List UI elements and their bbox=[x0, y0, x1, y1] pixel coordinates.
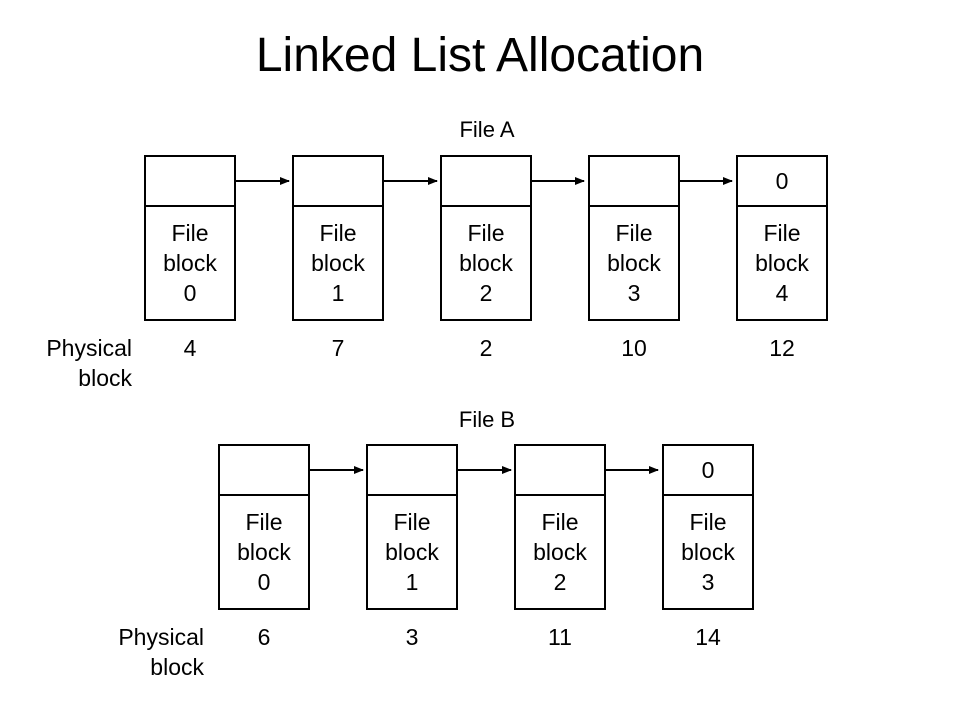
pointer-field bbox=[294, 157, 382, 207]
physical-number: 4 bbox=[183, 335, 197, 361]
physical-number: 3 bbox=[405, 624, 419, 650]
block-text-line1: File bbox=[689, 509, 727, 535]
block-text-line2: block bbox=[311, 250, 365, 276]
physical-label-line2: block bbox=[78, 365, 132, 391]
block-index: 3 bbox=[701, 569, 715, 595]
file-b-label: File B bbox=[458, 407, 516, 432]
physical-number: 2 bbox=[479, 335, 493, 361]
block-content: File block 0 bbox=[220, 496, 308, 608]
pointer-field: 0 bbox=[664, 446, 752, 496]
file-a-label: File A bbox=[459, 117, 515, 142]
physical-number: 12 bbox=[769, 335, 795, 361]
block-content: File block 2 bbox=[516, 496, 604, 608]
block-content: File block 3 bbox=[664, 496, 752, 608]
file-a-block-1: File block 1 bbox=[292, 155, 384, 321]
pointer-field bbox=[220, 446, 308, 496]
block-content: File block 1 bbox=[294, 207, 382, 319]
block-index: 1 bbox=[405, 569, 419, 595]
pointer-field bbox=[590, 157, 678, 207]
file-b-block-2: File block 2 bbox=[514, 444, 606, 610]
physical-block-label-a: Physical block bbox=[0, 333, 132, 393]
block-text-line1: File bbox=[615, 220, 653, 246]
file-a-block-0: File block 0 bbox=[144, 155, 236, 321]
block-index: 1 bbox=[331, 280, 345, 306]
block-text-line2: block bbox=[163, 250, 217, 276]
block-index: 2 bbox=[553, 569, 567, 595]
block-index: 0 bbox=[183, 280, 197, 306]
file-a-block-3: File block 3 bbox=[588, 155, 680, 321]
block-text-line2: block bbox=[459, 250, 513, 276]
physical-block-label-b: Physical block bbox=[64, 622, 204, 682]
file-a-block-2: File block 2 bbox=[440, 155, 532, 321]
pointer-field bbox=[516, 446, 604, 496]
block-text-line2: block bbox=[607, 250, 661, 276]
file-b-block-3: 0 File block 3 bbox=[662, 444, 754, 610]
physical-label-line1: Physical bbox=[118, 624, 204, 650]
physical-number: 10 bbox=[621, 335, 647, 361]
pointer-field bbox=[146, 157, 234, 207]
block-index: 4 bbox=[775, 280, 789, 306]
pointer-field bbox=[442, 157, 530, 207]
block-content: File block 3 bbox=[590, 207, 678, 319]
block-content: File block 1 bbox=[368, 496, 456, 608]
block-content: File block 0 bbox=[146, 207, 234, 319]
block-text-line1: File bbox=[541, 509, 579, 535]
block-text-line2: block bbox=[385, 539, 439, 565]
block-text-line1: File bbox=[393, 509, 431, 535]
physical-number: 7 bbox=[331, 335, 345, 361]
physical-number: 11 bbox=[548, 624, 572, 650]
block-text-line2: block bbox=[533, 539, 587, 565]
block-text-line2: block bbox=[237, 539, 291, 565]
block-text-line2: block bbox=[755, 250, 809, 276]
block-index: 2 bbox=[479, 280, 493, 306]
file-a-block-4: 0 File block 4 bbox=[736, 155, 828, 321]
block-text-line1: File bbox=[319, 220, 357, 246]
file-b-block-1: File block 1 bbox=[366, 444, 458, 610]
pointer-field bbox=[368, 446, 456, 496]
physical-number: 14 bbox=[695, 624, 721, 650]
block-content: File block 2 bbox=[442, 207, 530, 319]
block-text-line1: File bbox=[171, 220, 209, 246]
physical-label-line1: Physical bbox=[46, 335, 132, 361]
block-text-line1: File bbox=[763, 220, 801, 246]
pointer-field: 0 bbox=[738, 157, 826, 207]
physical-number: 6 bbox=[257, 624, 271, 650]
file-b-block-0: File block 0 bbox=[218, 444, 310, 610]
block-index: 0 bbox=[257, 569, 271, 595]
block-text-line1: File bbox=[467, 220, 505, 246]
block-content: File block 4 bbox=[738, 207, 826, 319]
page-title: Linked List Allocation bbox=[255, 29, 705, 82]
block-text-line2: block bbox=[681, 539, 735, 565]
block-text-line1: File bbox=[245, 509, 283, 535]
block-index: 3 bbox=[627, 280, 641, 306]
physical-label-line2: block bbox=[150, 654, 204, 680]
